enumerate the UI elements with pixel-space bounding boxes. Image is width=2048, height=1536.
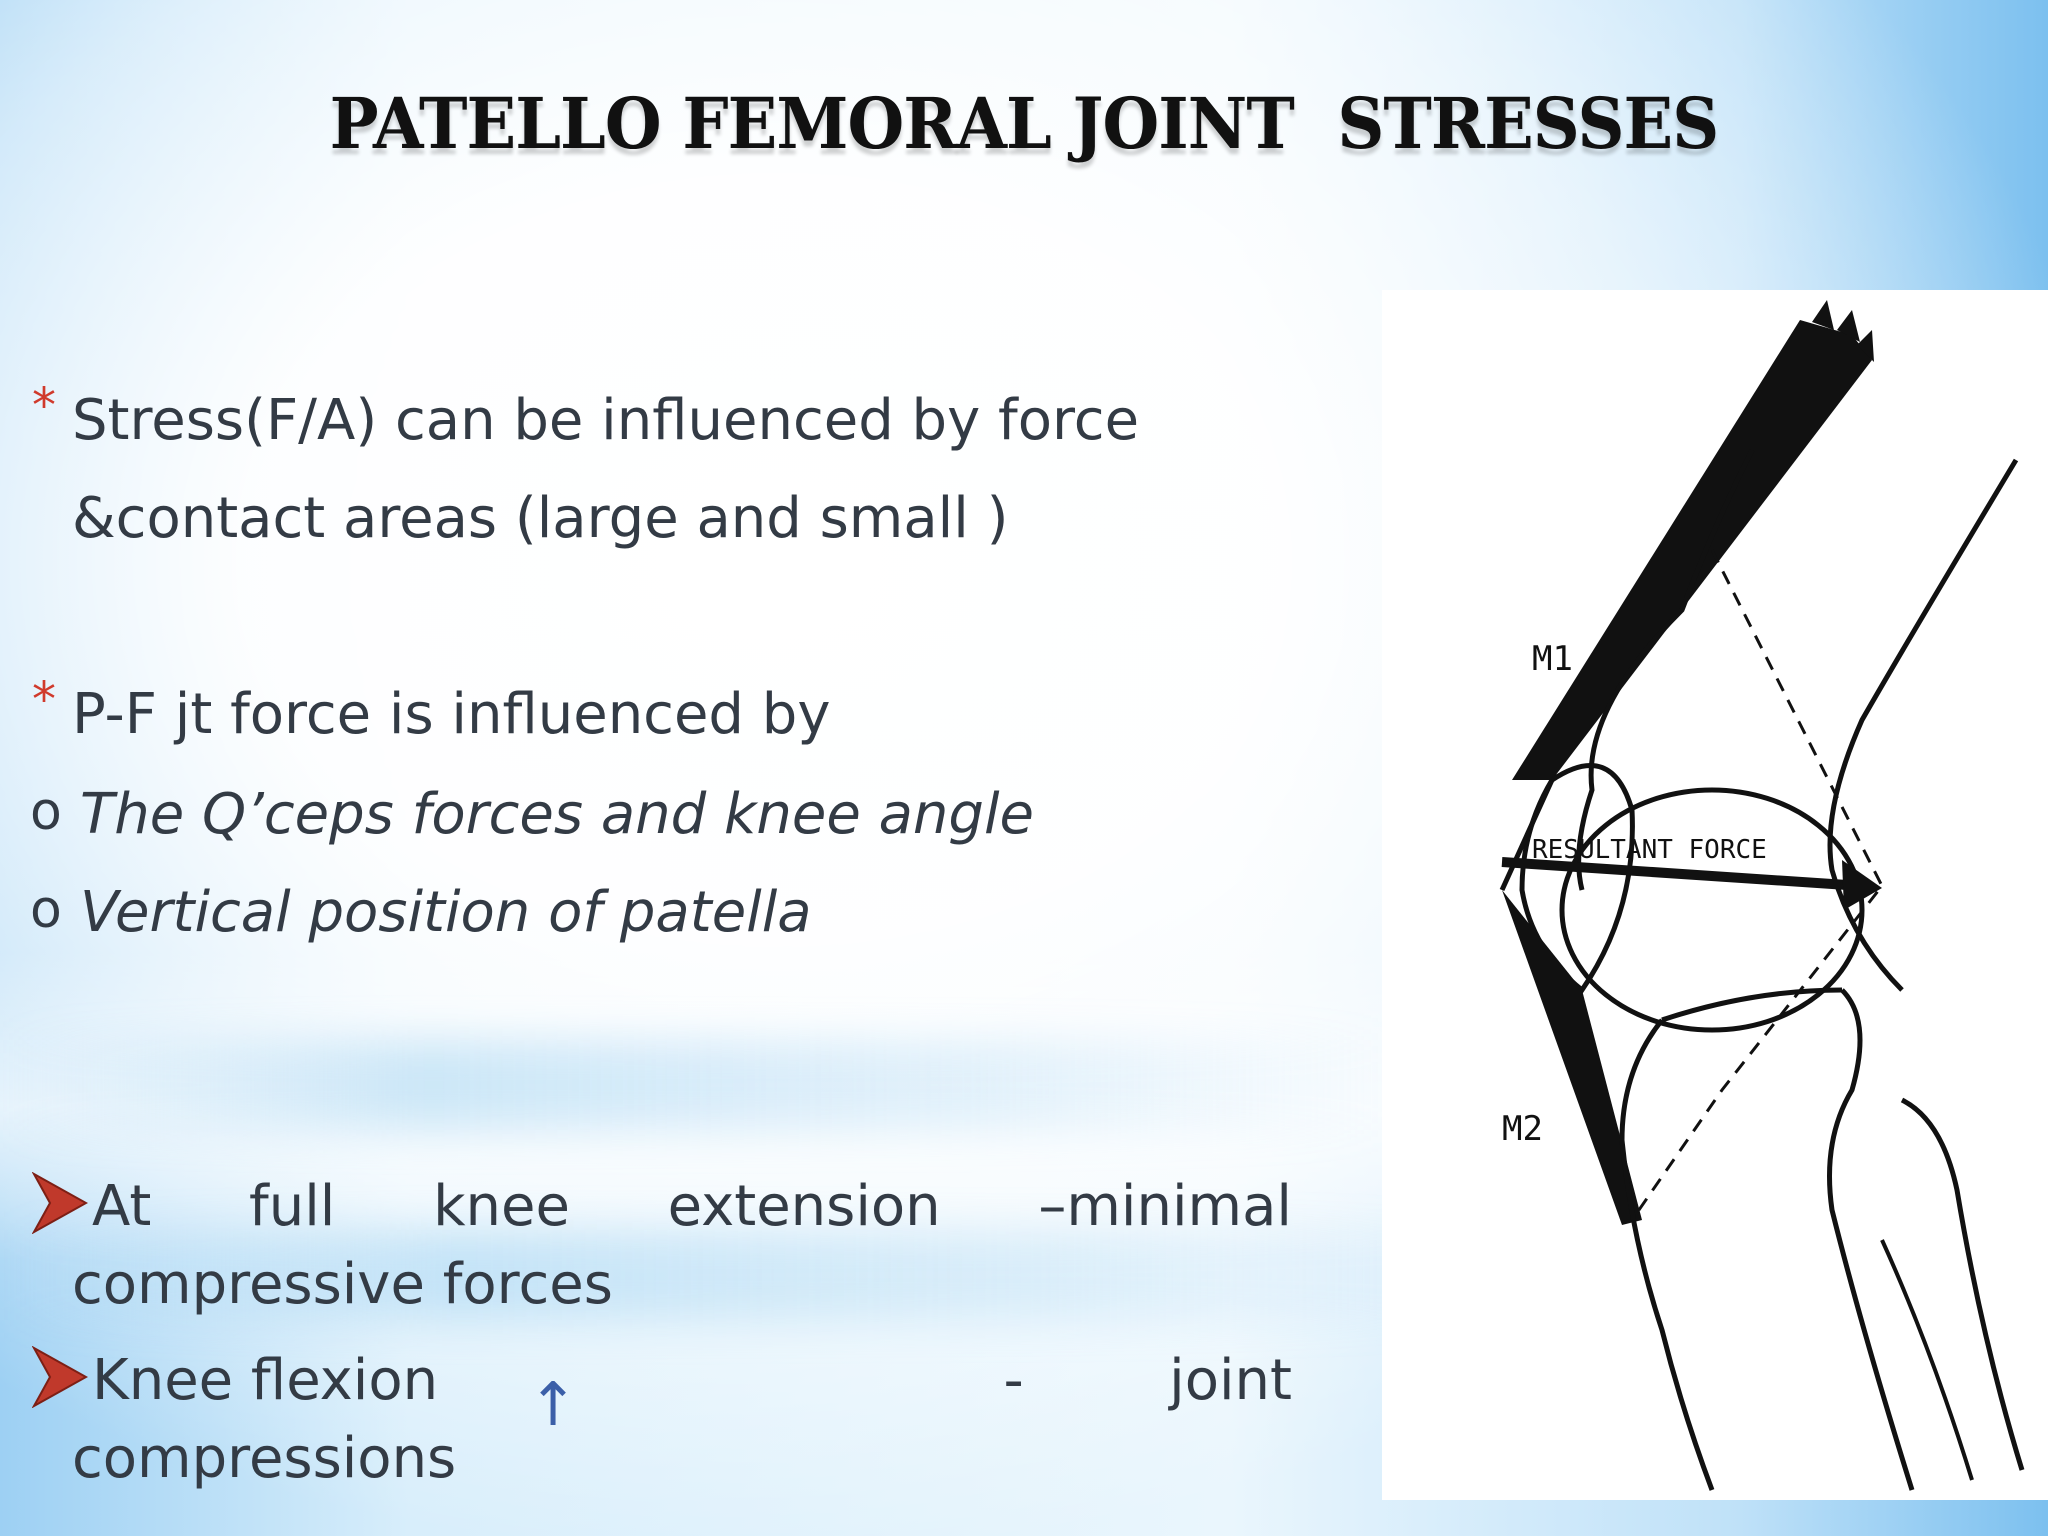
background-streak: [0, 1040, 1400, 1130]
femur-posterior-edge: [1827, 458, 2019, 992]
patellar-tendon: [1502, 890, 1642, 1225]
sub-bullet-patella: Vertical position of patella: [80, 880, 812, 945]
knee-diagram-drawing: M1 M2 RESULTANT FORCE: [1499, 300, 2025, 1491]
circle-bullet-icon: o: [30, 880, 62, 940]
arrowhead-bullet-icon: [32, 1346, 88, 1408]
quadriceps-muscle-tip: [1812, 300, 1834, 330]
sub-bullet-quads: The Q’ceps forces and knee angle: [80, 782, 1034, 847]
star-bullet-icon: *: [32, 672, 56, 728]
label-m2: M2: [1502, 1109, 1543, 1149]
tension-line: [1499, 778, 1555, 892]
word: At: [92, 1174, 152, 1239]
femoral-condyle: [1559, 787, 1865, 1033]
arrow-bullet-extension-line1: At full knee extension –minimal: [92, 1174, 1292, 1239]
knee-diagram: M1 M2 RESULTANT FORCE: [1382, 290, 2048, 1500]
arrowhead-bullet-icon: [32, 1172, 88, 1234]
word: extension: [667, 1174, 941, 1239]
tibial-plateau: [1661, 987, 1843, 1023]
background-streak: [0, 1230, 1500, 1320]
bullet-stress-line1: Stress(F/A) can be influenced by force: [72, 388, 1140, 453]
arrow-bullet-extension-line2: compressive forces: [72, 1252, 613, 1317]
fibula: [1900, 1097, 2025, 1471]
word: joint: [1169, 1348, 1292, 1413]
word: knee: [433, 1174, 570, 1239]
label-resultant-force: RESULTANT FORCE: [1532, 835, 1767, 865]
quadriceps-muscle-tip: [1837, 310, 1860, 342]
force-parallelogram: [1630, 549, 1884, 1221]
bullet-stress-line2: &contact areas (large and small ): [72, 486, 1009, 551]
resultant-force-arrow: [1501, 857, 1863, 891]
fibula-inner: [1880, 1239, 1974, 1481]
circle-bullet-icon: o: [30, 782, 62, 842]
femur-anterior-edge: [1576, 448, 1755, 891]
word: full: [249, 1174, 336, 1239]
label-m1: M1: [1532, 639, 1573, 679]
arrow-bullet-flexion-line2: compressions: [72, 1426, 457, 1491]
star-bullet-icon: *: [32, 378, 56, 434]
word: –minimal: [1038, 1174, 1292, 1239]
resultant-force-arrowhead: [1842, 860, 1882, 910]
word: Knee flexion: [92, 1348, 439, 1413]
word: -: [1003, 1348, 1024, 1413]
arrow-bullet-flexion-line1: Knee flexion - joint: [92, 1348, 1292, 1413]
slide-title: PATELLO FEMORAL JOINT STRESSES: [329, 82, 1720, 165]
quadriceps-muscle: [1512, 320, 1872, 780]
tibia-anterior-edge: [1619, 1018, 1715, 1491]
tibia-posterior-edge: [1827, 988, 1915, 1491]
up-arrow-icon: ↑: [528, 1370, 579, 1440]
quadriceps-muscle-tip: [1857, 330, 1874, 362]
bullet-pf-force: P-F jt force is influenced by: [72, 682, 831, 747]
